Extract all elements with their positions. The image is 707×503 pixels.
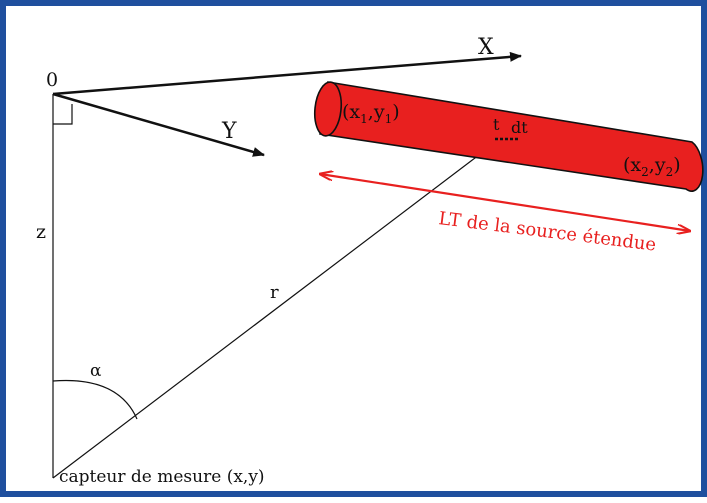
x-axis-label: X bbox=[478, 35, 494, 60]
origin-label: 0 bbox=[46, 69, 58, 91]
y-axis-label: Y bbox=[221, 119, 237, 144]
element-t-label: t bbox=[493, 115, 500, 134]
alpha-angle-arc bbox=[52, 379, 138, 420]
right-angle-marker bbox=[53, 104, 73, 125]
y-axis-arrow bbox=[52, 92, 265, 157]
end2-coordinates-label: (x2,y2) bbox=[623, 154, 681, 179]
end1-coordinates-label: (x1,y1) bbox=[342, 101, 400, 126]
geometry-diagram: 0 X Y z r α capteur de mesure (x,y) t dt… bbox=[36, 35, 704, 487]
z-axis-label: z bbox=[36, 221, 46, 243]
alpha-label: α bbox=[90, 361, 102, 381]
r-label: r bbox=[270, 282, 279, 303]
source-end-cap-1 bbox=[313, 81, 343, 137]
sensor-label: capteur de mesure (x,y) bbox=[59, 467, 265, 487]
element-dt-label: dt bbox=[511, 118, 528, 137]
source-length-arrow bbox=[320, 174, 690, 231]
distance-r-line bbox=[52, 138, 501, 479]
x-axis-arrow bbox=[52, 51, 522, 96]
source-length-label: LT de la source étendue bbox=[437, 208, 657, 256]
